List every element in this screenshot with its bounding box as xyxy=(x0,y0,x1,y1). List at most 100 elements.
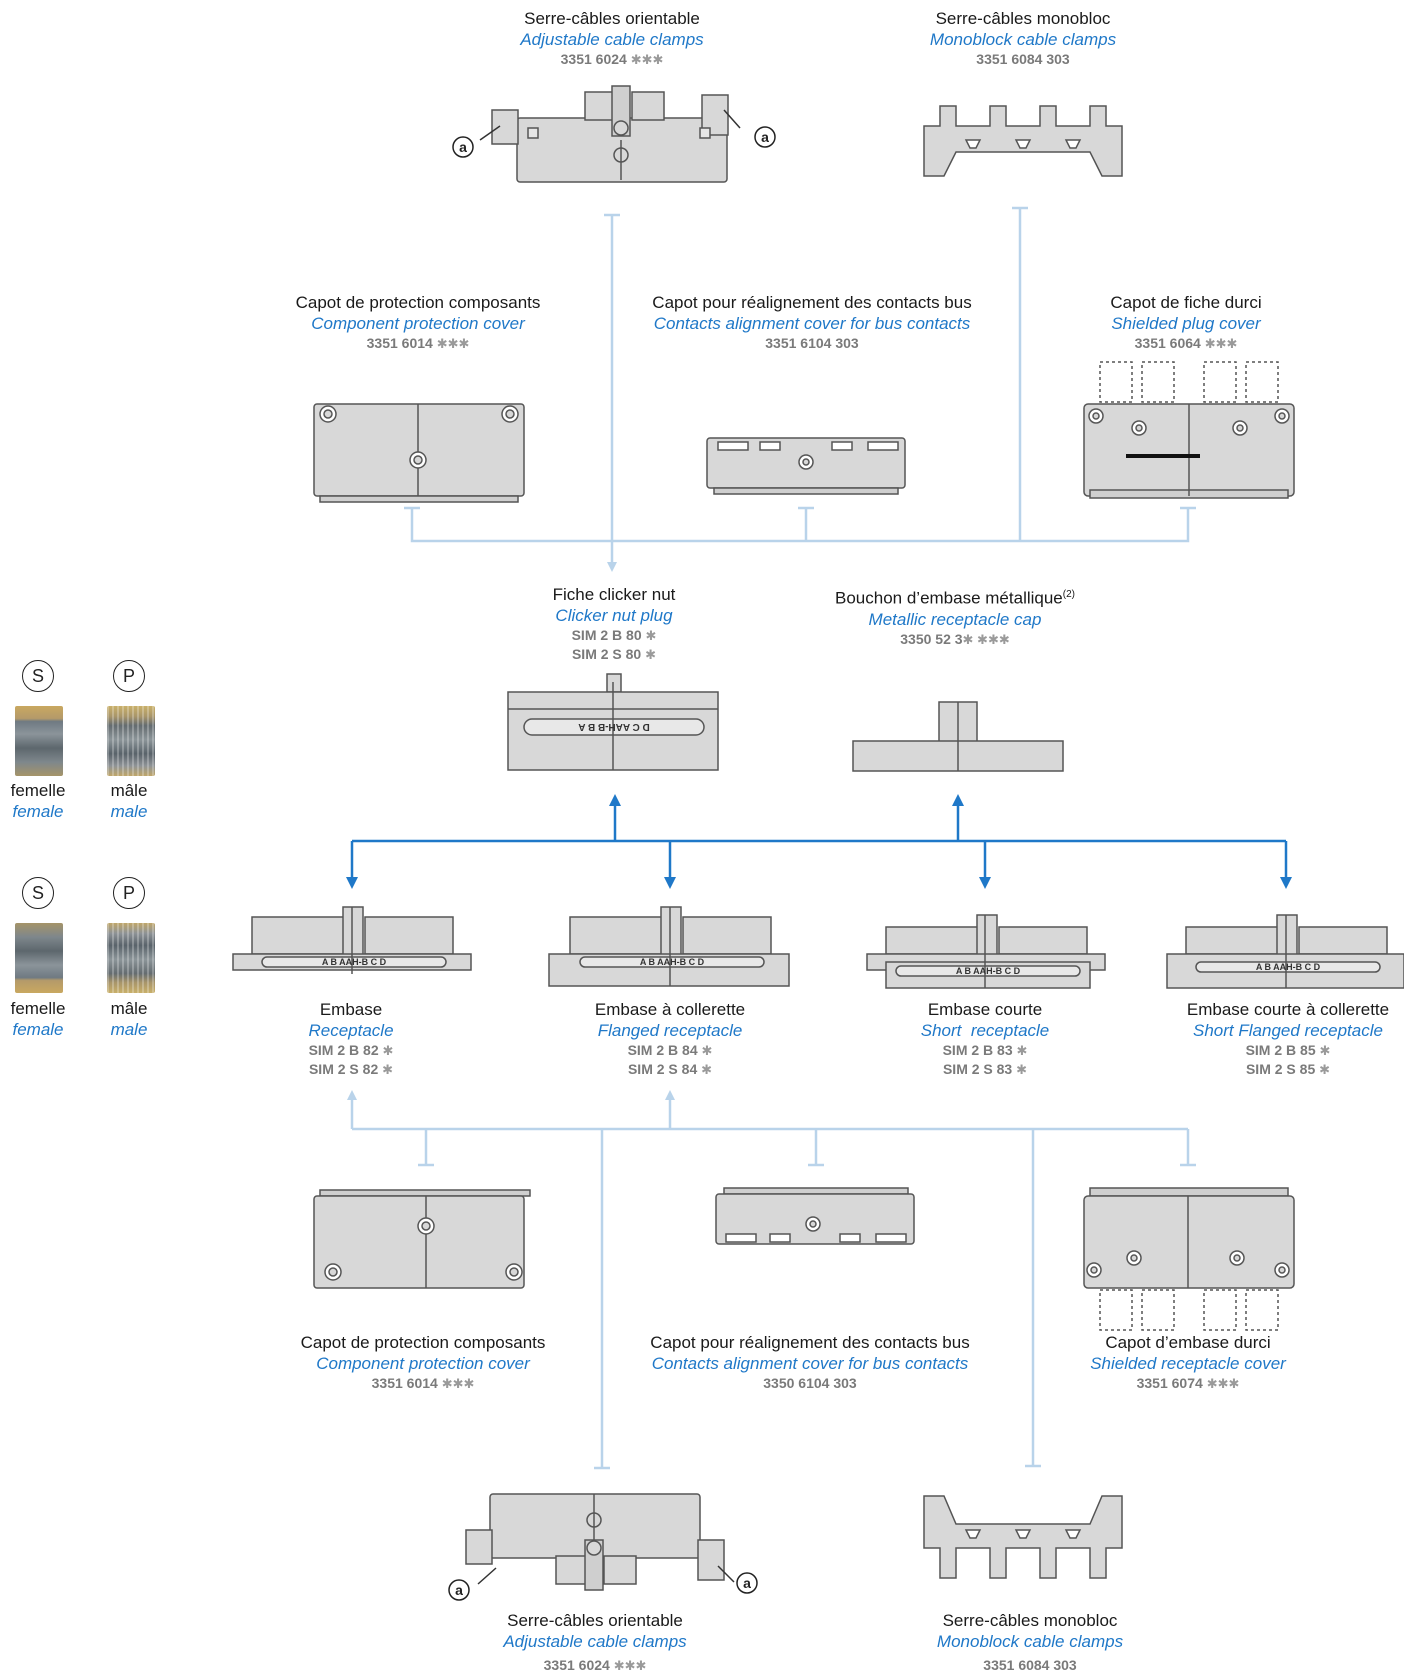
metallic-cap-label: Bouchon d’embase métallique(2) Metallic … xyxy=(835,584,1075,649)
shielded-receptacle-cover-ref: 3351 6074 ✱✱✱ xyxy=(1090,1374,1286,1393)
shielded-receptacle-cover-ref-number: 3351 6074 xyxy=(1136,1375,1203,1391)
metallic-cap-fr: Bouchon d’embase métallique(2) xyxy=(835,584,1075,609)
shielded-plug-cover-ref-number: 3351 6064 xyxy=(1134,335,1201,351)
socket-letter-2: S xyxy=(22,877,54,909)
male-fr-1: mâle xyxy=(110,781,148,800)
female-label-1: femelle female xyxy=(11,780,66,822)
metallic-cap-en: Metallic receptacle cap xyxy=(868,609,1042,629)
protection-cover-ref-number-bottom: 3351 6014 xyxy=(371,1375,438,1391)
metallic-cap-stars: ✱ ✱✱✱ xyxy=(962,631,1010,647)
adjustable-clamp-ref-bottom: 3351 6024 ✱✱✱ xyxy=(503,1656,686,1675)
receptacle-ref1-number: SIM 2 B 82 xyxy=(308,1042,379,1058)
clicker-plug-drawing: D C AAH-B B A xyxy=(507,673,719,771)
shielded-plug-cover-stars: ✱✱✱ xyxy=(1204,336,1238,351)
protection-cover-fr-top: Capot de protection composants xyxy=(295,293,541,312)
protection-cover-en-bottom: Component protection cover xyxy=(316,1354,530,1373)
shielded-plug-cover-en: Shielded plug cover xyxy=(1111,314,1261,333)
shielded-plug-cover-drawing-top xyxy=(1083,361,1295,499)
short-flanged-receptacle-ref2-star: ✱ xyxy=(1319,1062,1331,1077)
short-flanged-receptacle-strip: A B AAH-B C D xyxy=(1256,962,1321,972)
adjustable-clamp-label-bottom: Serre-câbles orientable Adjustable cable… xyxy=(503,1610,686,1675)
flanged-receptacle-fr: Embase à collerette xyxy=(594,1000,746,1019)
adjustable-clamp-fr-top: Serre-câbles orientable xyxy=(524,9,700,28)
male-connector-thumbnail-1 xyxy=(107,706,155,776)
short-receptacle-ref2: SIM 2 S 83 ✱ xyxy=(921,1060,1050,1079)
male-label-2: mâle male xyxy=(111,998,148,1040)
short-flanged-receptacle-ref2: SIM 2 S 85 ✱ xyxy=(1187,1060,1389,1079)
protection-cover-ref-top: 3351 6014 ✱✱✱ xyxy=(296,334,541,353)
adjustable-clamp-drawing-top xyxy=(479,85,741,183)
protection-cover-ref-bottom: 3351 6014 ✱✱✱ xyxy=(301,1374,546,1393)
pin-letter-2: P xyxy=(113,877,145,909)
monoblock-clamp-ref-top: 3351 6084 303 xyxy=(976,51,1070,67)
receptacle-connection-lines xyxy=(346,794,1292,889)
short-flanged-receptacle-ref1-number: SIM 2 B 85 xyxy=(1245,1042,1316,1058)
adjustable-clamp-fr-bottom: Serre-câbles orientable xyxy=(507,1611,683,1630)
monoblock-clamp-drawing-bottom xyxy=(923,1495,1123,1579)
pin-symbol-2: P xyxy=(113,877,145,909)
shielded-plug-cover-ref: 3351 6064 ✱✱✱ xyxy=(1110,334,1261,353)
flanged-receptacle-ref2-number: SIM 2 S 84 xyxy=(627,1061,698,1077)
pin-letter-1: P xyxy=(113,660,145,692)
female-fr-1: femelle xyxy=(10,781,66,800)
monoblock-clamp-fr-top: Serre-câbles monobloc xyxy=(935,9,1111,28)
socket-letter-1: S xyxy=(22,660,54,692)
protection-cover-en-top: Component protection cover xyxy=(311,314,525,333)
protection-cover-label-top: Capot de protection composants Component… xyxy=(296,292,541,353)
metallic-cap-fr-text: Bouchon d’embase métallique xyxy=(835,588,1063,608)
callout-a-bottom-right-label: a xyxy=(743,1575,751,1591)
short-flanged-receptacle-en: Short Flanged receptacle xyxy=(1193,1021,1383,1040)
monoblock-clamp-ref-bottom: 3351 6084 303 xyxy=(983,1657,1077,1673)
protection-cover-stars-bottom: ✱✱✱ xyxy=(441,1376,475,1391)
receptacle-ref1: SIM 2 B 82 ✱ xyxy=(308,1041,394,1060)
alignment-cover-ref-top: 3351 6104 303 xyxy=(765,335,859,351)
male-en-1: male xyxy=(110,802,148,821)
adjustable-clamp-label-top: Serre-câbles orientable Adjustable cable… xyxy=(520,8,703,69)
callout-a-top-left-label: a xyxy=(459,139,467,155)
protection-cover-ref-number-top: 3351 6014 xyxy=(366,335,433,351)
clicker-plug-ref2: SIM 2 S 80 ✱ xyxy=(553,645,676,664)
alignment-cover-ref-bottom: 3350 6104 303 xyxy=(763,1375,857,1391)
adjustable-clamp-drawing-bottom xyxy=(465,1493,735,1591)
protection-cover-label-bottom: Capot de protection composants Component… xyxy=(301,1332,546,1393)
female-connector-thumbnail-2 xyxy=(15,923,63,993)
receptacle-ref2-star: ✱ xyxy=(382,1062,394,1077)
adjustable-clamp-stars-top: ✱✱✱ xyxy=(630,52,664,67)
alignment-cover-en-top: Contacts alignment cover for bus contact… xyxy=(653,314,971,333)
shielded-plug-cover-fr: Capot de fiche durci xyxy=(1110,293,1262,312)
receptacle-strip: A B AAH-B C D xyxy=(322,957,387,967)
female-en-2: female xyxy=(12,1020,64,1039)
callout-a-bottom-left: a xyxy=(448,1579,470,1601)
monoblock-clamp-en-bottom: Monoblock cable clamps xyxy=(936,1632,1124,1651)
monoblock-clamp-label-bottom: Serre-câbles monobloc Monoblock cable cl… xyxy=(937,1610,1123,1674)
adjustable-clamp-ref-number-top: 3351 6024 xyxy=(560,51,627,67)
short-receptacle-ref2-star: ✱ xyxy=(1016,1062,1028,1077)
monoblock-clamp-drawing-top xyxy=(923,105,1123,177)
alignment-cover-fr-top: Capot pour réalignement des contacts bus xyxy=(652,293,972,312)
shielded-receptacle-cover-stars: ✱✱✱ xyxy=(1206,1376,1240,1391)
female-label-2: femelle female xyxy=(11,998,66,1040)
metallic-cap-ref-number: 3350 52 3 xyxy=(900,630,963,647)
short-receptacle-strip: A B AAH-B C D xyxy=(956,966,1021,976)
clicker-plug-ref1-star: ✱ xyxy=(645,628,657,643)
flanged-receptacle-ref1-number: SIM 2 B 84 xyxy=(627,1042,698,1058)
callout-a-top-left: a xyxy=(452,136,474,158)
callout-a-bottom-left-label: a xyxy=(455,1582,463,1598)
socket-symbol-1: S xyxy=(22,660,54,692)
receptacle-label: Embase Receptacle SIM 2 B 82 ✱ SIM 2 S 8… xyxy=(308,999,393,1079)
short-receptacle-en: Short receptacle xyxy=(920,1021,1050,1040)
adjustable-clamp-stars-bottom: ✱✱✱ xyxy=(613,1658,647,1673)
clicker-plug-ref1-number: SIM 2 B 80 xyxy=(571,627,642,643)
receptacle-ref2-number: SIM 2 S 82 xyxy=(308,1061,379,1077)
adjustable-clamp-ref-number-bottom: 3351 6024 xyxy=(543,1657,610,1673)
metallic-cap-drawing xyxy=(852,701,1064,772)
short-flanged-receptacle-ref2-number: SIM 2 S 85 xyxy=(1245,1061,1316,1077)
female-connector-thumbnail-1 xyxy=(15,706,63,776)
receptacle-ref1-star: ✱ xyxy=(382,1043,394,1058)
shielded-receptacle-cover-fr: Capot d’embase durci xyxy=(1105,1333,1271,1352)
flanged-receptacle-ref2: SIM 2 S 84 ✱ xyxy=(595,1060,745,1079)
adjustable-clamp-en-top: Adjustable cable clamps xyxy=(520,30,704,49)
protection-cover-fr-bottom: Capot de protection composants xyxy=(300,1333,546,1352)
monoblock-clamp-label-top: Serre-câbles monobloc Monoblock cable cl… xyxy=(930,8,1116,68)
protection-cover-drawing-bottom xyxy=(313,1189,531,1289)
